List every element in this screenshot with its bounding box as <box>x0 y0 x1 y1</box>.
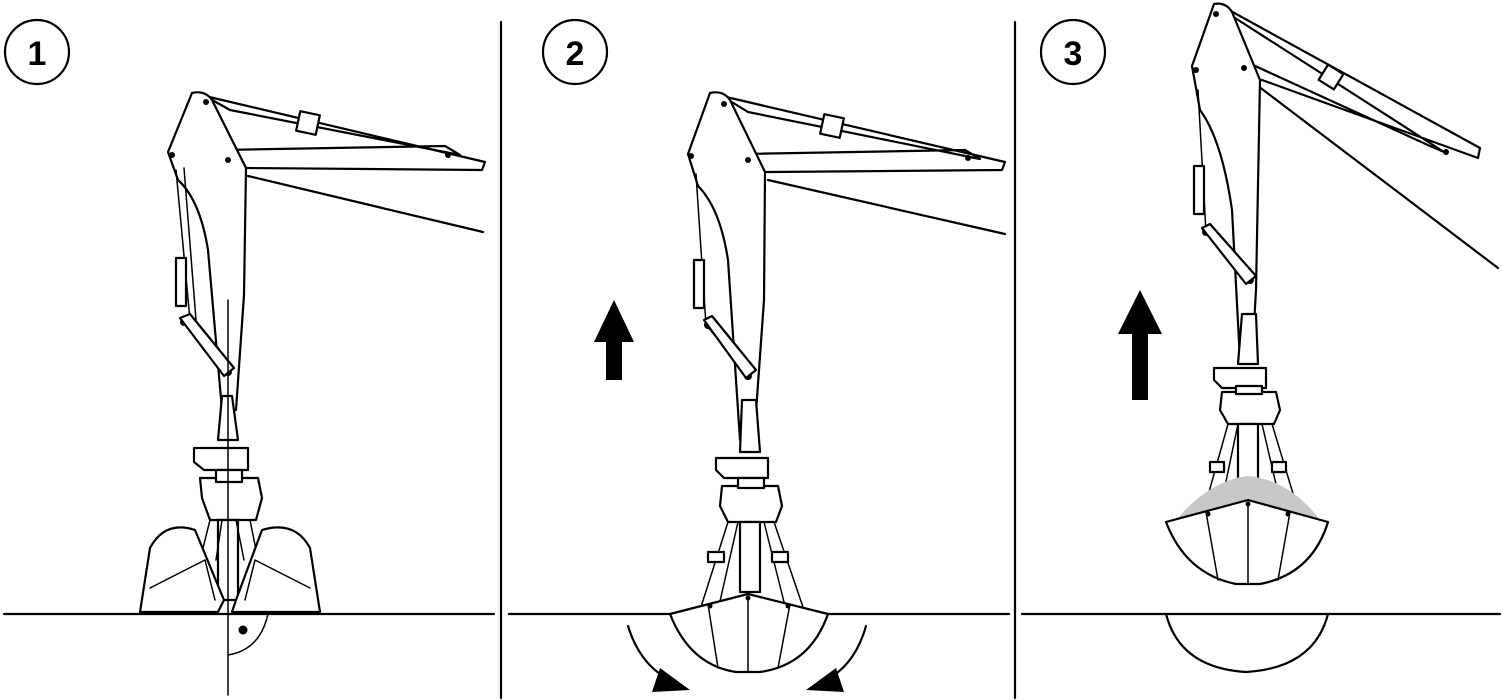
step-number-3: 3 <box>1064 35 1083 73</box>
step-badge-2: 2 <box>541 18 609 86</box>
step-number-2: 2 <box>566 35 585 73</box>
excavator-arm-3 <box>1118 2 1500 674</box>
step-number-1: 1 <box>28 35 47 73</box>
step-badge-3: 3 <box>1039 18 1107 86</box>
excavator-arm-2 <box>594 91 1007 692</box>
lift-arrow-2 <box>594 300 634 380</box>
excavator-arm-1 <box>138 91 487 696</box>
step-badge-1: 1 <box>3 18 71 86</box>
lift-arrow-3 <box>1118 290 1162 400</box>
